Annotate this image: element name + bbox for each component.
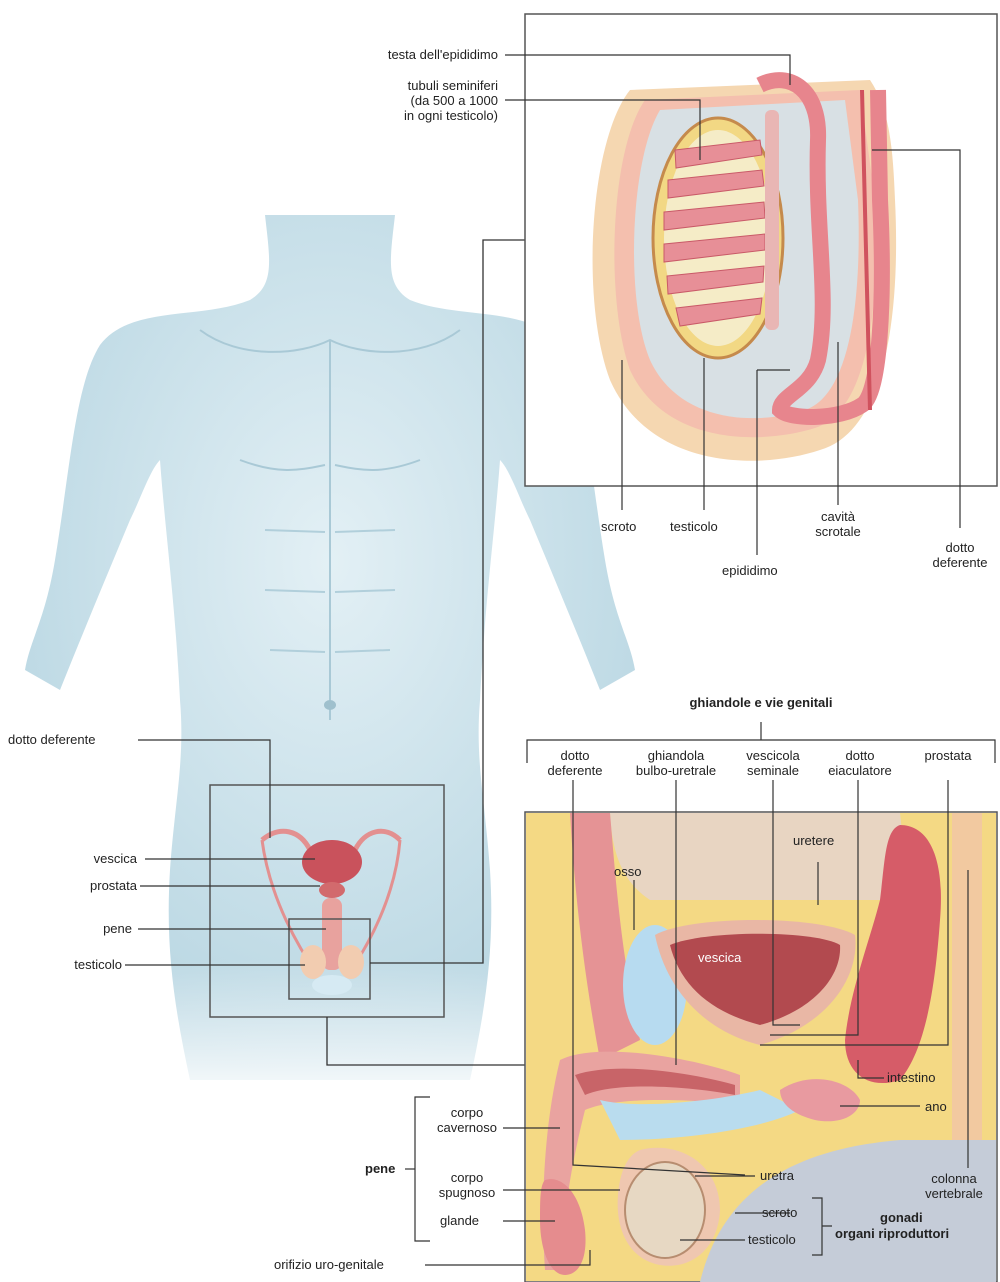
label-glande: glande	[440, 1213, 479, 1228]
label-colonna-1: colonna	[912, 1171, 996, 1186]
label-organi-riproduttori: organi riproduttori	[835, 1226, 949, 1241]
label-uretere: uretere	[793, 833, 834, 848]
label-pene-group: pene	[365, 1161, 395, 1176]
label-tubuli-2: (da 500 a 1000	[411, 93, 498, 108]
label-g-prostata: prostata	[913, 748, 983, 763]
label-body-prostata: prostata	[90, 878, 137, 893]
label-body-dotto-deferente: dotto deferente	[8, 732, 95, 747]
label-scroto-top: scroto	[601, 519, 636, 534]
label-g-dotto-1: dotto	[540, 748, 610, 763]
label-g-ghiandola-1: ghiandola	[626, 748, 726, 763]
label-ghiandole-title: ghiandole e vie genitali	[630, 695, 892, 710]
label-g-eiaculatore-2: eiaculatore	[818, 763, 902, 778]
label-epididimo: epididimo	[722, 563, 778, 578]
label-uretra: uretra	[760, 1168, 794, 1183]
label-osso: osso	[614, 864, 641, 879]
label-testicolo-bottom: testicolo	[748, 1232, 796, 1247]
label-corpo-cavernoso-1: corpo	[430, 1105, 504, 1120]
label-scroto-bottom: scroto	[762, 1205, 797, 1220]
label-testa-epididimo: testa dell'epididimo	[388, 47, 498, 62]
label-body-testicolo: testicolo	[74, 957, 122, 972]
label-orifizio-uro-genitale: orifizio uro-genitale	[274, 1257, 384, 1272]
label-body-vescica: vescica	[94, 851, 137, 866]
sagittal-section	[526, 813, 996, 1282]
label-g-ghiandola-2: bulbo-uretrale	[626, 763, 726, 778]
label-g-dotto-2: deferente	[540, 763, 610, 778]
label-corpo-spugnoso-1: corpo	[430, 1170, 504, 1185]
testicle-cross-section	[593, 80, 897, 461]
label-tubuli-1: tubuli seminiferi	[408, 78, 498, 93]
label-ano: ano	[925, 1099, 947, 1114]
label-body-pene: pene	[103, 921, 132, 936]
label-vescica-inset: vescica	[698, 950, 741, 965]
label-dotto-deferente-top-1: dotto	[925, 540, 995, 555]
label-g-vescicola-1: vescicola	[733, 748, 813, 763]
label-tubuli-3: in ogni testicolo)	[404, 108, 498, 123]
label-g-vescicola-2: seminale	[733, 763, 813, 778]
label-corpo-cavernoso-2: cavernoso	[430, 1120, 504, 1135]
label-g-eiaculatore-1: dotto	[818, 748, 902, 763]
label-dotto-deferente-top-2: deferente	[925, 555, 995, 570]
label-gonadi: gonadi	[880, 1210, 923, 1225]
label-cavita-1: cavità	[808, 509, 868, 524]
label-colonna-2: vertebrale	[912, 1186, 996, 1201]
label-corpo-spugnoso-2: spugnoso	[430, 1185, 504, 1200]
label-cavita-2: scrotale	[808, 524, 868, 539]
label-intestino: intestino	[887, 1070, 935, 1085]
label-testicolo-top: testicolo	[670, 519, 718, 534]
